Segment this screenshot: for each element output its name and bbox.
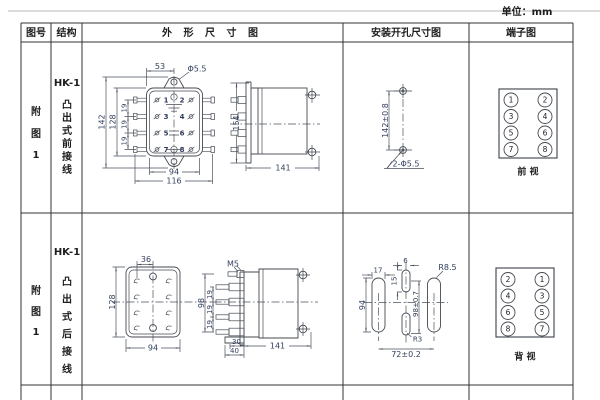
terminal-number: 5 bbox=[540, 308, 545, 317]
front-terminal-number: 4 bbox=[180, 113, 185, 121]
table-header: 图号 结构 外 形 尺 寸 图 安装开孔尺寸图 端子图 bbox=[26, 26, 536, 39]
row1-type-char: 凸 bbox=[62, 99, 72, 111]
dim-142: 142 bbox=[98, 114, 107, 129]
dim-30: 30 bbox=[232, 338, 241, 346]
row1-outline-front-view: 1 2 3 4 5 6 7 8 53 Φ5.5 142 bbox=[98, 62, 215, 186]
terminal-number: 4 bbox=[543, 112, 548, 121]
table-grid bbox=[20, 22, 574, 400]
row1-type-char: 式 bbox=[62, 124, 72, 137]
dim-phi55: Φ5.5 bbox=[187, 65, 206, 74]
row1-type-char: 接 bbox=[62, 150, 72, 163]
row1-install-drawing: 142±0.8 2-Φ5.5 bbox=[381, 84, 424, 169]
row2-fig-char: 附 bbox=[31, 284, 41, 297]
dim-19: 19 bbox=[206, 290, 214, 299]
row2-structure: HK-1 凸 出 式 后 接 线 bbox=[54, 247, 80, 376]
dim-2-phi55: 2-Φ5.5 bbox=[393, 160, 420, 169]
dim-94: 94 bbox=[358, 300, 367, 310]
terminal-number: 3 bbox=[509, 112, 514, 121]
dim-94: 94 bbox=[148, 344, 158, 353]
row2-fig-char: 1 bbox=[33, 327, 40, 338]
row1-terminal-diagram: 1 2 3 4 5 6 7 8 前 视 bbox=[498, 88, 558, 178]
row2-type-char: 式 bbox=[62, 310, 72, 323]
row1-fig-char: 附 bbox=[31, 105, 41, 118]
front-terminal-number: 8 bbox=[180, 146, 185, 154]
dim-116: 116 bbox=[166, 177, 181, 186]
row2-terminal-diagram: 2 1 4 3 6 5 8 7 背 视 bbox=[495, 267, 555, 363]
row2-type-char: 凸 bbox=[62, 276, 72, 288]
front-terminal-number: 5 bbox=[164, 130, 169, 138]
dim-19: 19 bbox=[206, 320, 214, 329]
row2-type-char: 出 bbox=[62, 293, 72, 306]
row2-model: HK-1 bbox=[54, 247, 80, 258]
terminal-number: 8 bbox=[506, 325, 511, 334]
row1-fig-char: 图 bbox=[31, 128, 41, 140]
dim-53: 53 bbox=[155, 62, 165, 71]
row1-structure: HK-1 凸 出 式 前 接 线 bbox=[54, 78, 80, 176]
dim-6: 6 bbox=[403, 257, 408, 265]
dim-128: 128 bbox=[109, 114, 118, 129]
dim-40: 40 bbox=[230, 347, 239, 355]
terminal-number: 4 bbox=[506, 292, 511, 301]
front-terminal-number: 2 bbox=[180, 97, 185, 105]
row2-type-char: 线 bbox=[62, 363, 72, 376]
dim-72-02: 72±0.2 bbox=[391, 350, 421, 359]
dim-r3: R3 bbox=[413, 336, 422, 344]
header-install: 安装开孔尺寸图 bbox=[371, 26, 441, 39]
front-terminal-number: 1 bbox=[164, 97, 169, 105]
header-outline: 外 形 尺 寸 图 bbox=[161, 26, 262, 39]
front-terminal-number: 6 bbox=[180, 130, 185, 138]
terminal-number: 1 bbox=[509, 96, 514, 105]
row1-outline-side-view: 154 141 bbox=[230, 82, 320, 173]
dim-19: 19 bbox=[121, 120, 129, 129]
row2-fig-char: 图 bbox=[31, 306, 41, 318]
terminal-number: 2 bbox=[543, 96, 548, 105]
dim-98-07: 98±0.7 bbox=[412, 291, 420, 317]
row2-outline-rear-view: 36 128 94 bbox=[108, 255, 318, 353]
row1-fig-no: 附 图 1 bbox=[31, 105, 41, 161]
row2-outline-side-view: M5 98 19 19 19 30 40 141 bbox=[197, 260, 311, 358]
front-terminal-number: 7 bbox=[164, 146, 169, 154]
terminal-number: 5 bbox=[509, 129, 514, 138]
dim-154: 154 bbox=[232, 115, 241, 130]
row1-model: HK-1 bbox=[54, 78, 80, 89]
unit-label: 单位：mm bbox=[502, 5, 553, 18]
dim-19: 19 bbox=[121, 104, 129, 113]
row1-type-char: 线 bbox=[62, 163, 72, 176]
view-label-front: 前 视 bbox=[517, 166, 538, 178]
row2-fig-no: 附 图 1 bbox=[31, 284, 41, 338]
terminal-number: 7 bbox=[509, 145, 514, 154]
dim-m5: M5 bbox=[227, 260, 239, 269]
dim-141: 141 bbox=[275, 164, 290, 173]
terminal-number: 6 bbox=[506, 308, 511, 317]
dim-15: 15 bbox=[391, 277, 399, 286]
row2-type-char: 后 bbox=[62, 328, 72, 341]
row1-type-char: 出 bbox=[62, 111, 72, 124]
terminal-number: 1 bbox=[540, 275, 545, 284]
terminal-number: 3 bbox=[540, 292, 545, 301]
dim-36: 36 bbox=[141, 255, 151, 264]
front-terminal-number: 3 bbox=[164, 113, 169, 121]
terminal-number: 2 bbox=[506, 275, 511, 284]
dim-142-08: 142±0.8 bbox=[381, 103, 390, 138]
row1-type-char: 前 bbox=[62, 137, 72, 150]
dim-94: 94 bbox=[169, 168, 179, 177]
header-terminal: 端子图 bbox=[506, 26, 536, 39]
view-label-rear: 背 视 bbox=[514, 351, 535, 363]
row1-fig-char: 1 bbox=[33, 150, 40, 161]
dim-19: 19 bbox=[206, 305, 214, 314]
terminal-number: 7 bbox=[540, 325, 545, 334]
row2-install-drawing: 17 6 15 94 98±0.7 R8.5 R3 72±0.2 bbox=[358, 257, 457, 359]
terminal-number: 8 bbox=[543, 145, 548, 154]
header-fig-no: 图号 bbox=[26, 27, 46, 39]
header-structure: 结构 bbox=[57, 26, 77, 39]
dim-17: 17 bbox=[374, 267, 383, 275]
dim-r85: R8.5 bbox=[438, 263, 456, 272]
dim-19: 19 bbox=[121, 137, 129, 146]
dim-98: 98 bbox=[197, 298, 206, 308]
dim-128: 128 bbox=[108, 294, 117, 309]
row2-type-char: 接 bbox=[62, 345, 72, 358]
dim-141: 141 bbox=[270, 342, 285, 351]
terminal-number: 6 bbox=[543, 129, 548, 138]
